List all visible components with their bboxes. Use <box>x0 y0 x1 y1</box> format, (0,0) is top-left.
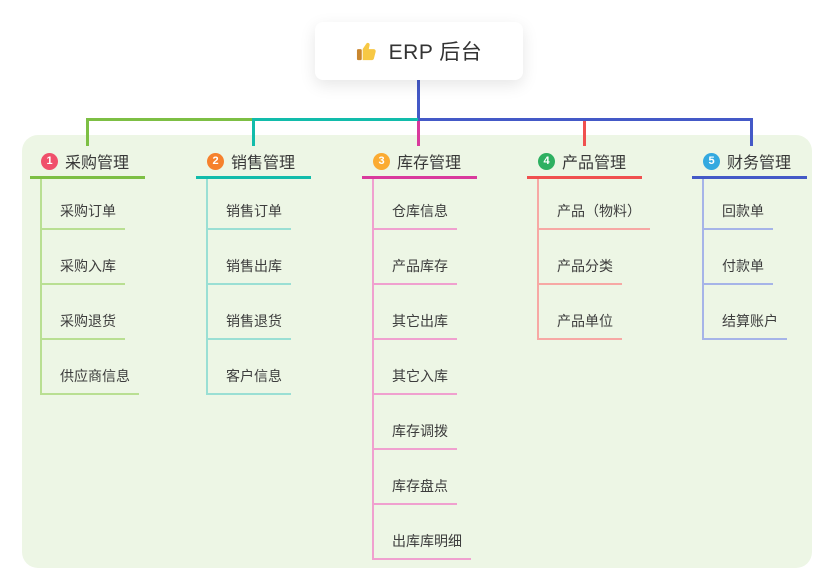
child-node[interactable]: 产品单位 <box>539 285 622 340</box>
child-node-label: 出库库明细 <box>392 533 462 549</box>
branch-number-badge: 3 <box>373 152 390 170</box>
child-node[interactable]: 采购入库 <box>42 230 125 285</box>
branch-node[interactable]: 1 采购管理 <box>30 146 145 179</box>
child-node[interactable]: 回款单 <box>704 179 773 230</box>
child-node-label: 回款单 <box>722 203 764 219</box>
child-node-label: 其它入库 <box>392 368 448 384</box>
child-node[interactable]: 采购退货 <box>42 285 125 340</box>
child-node-label: 结算账户 <box>722 313 778 329</box>
child-node[interactable]: 产品库存 <box>374 230 457 285</box>
root-connector-line <box>417 80 420 118</box>
thumbs-up-icon <box>356 40 379 63</box>
bus-line-sales <box>252 118 420 121</box>
child-node-label: 产品（物料） <box>557 203 641 219</box>
child-node-label: 产品单位 <box>557 313 613 329</box>
bus-line-purchase <box>86 118 255 121</box>
child-node-label: 采购入库 <box>60 258 116 274</box>
branch-number-badge: 2 <box>207 152 224 170</box>
child-node-label: 销售退货 <box>226 313 282 329</box>
child-node-label: 销售出库 <box>226 258 282 274</box>
branch-children: 产品（物料） 产品分类产品单位 <box>537 179 650 340</box>
branch-number-badge: 4 <box>538 152 555 170</box>
branch-number-badge: 1 <box>41 152 58 170</box>
child-node[interactable]: 采购订单 <box>42 179 125 230</box>
child-node[interactable]: 出库库明细 <box>374 505 471 560</box>
branch-children: 回款单付款单结算账户 <box>702 179 787 340</box>
child-node-label: 客户信息 <box>226 368 282 384</box>
child-node-label: 采购订单 <box>60 203 116 219</box>
child-node-label: 采购退货 <box>60 313 116 329</box>
child-node-label: 其它出库 <box>392 313 448 329</box>
child-node[interactable]: 产品分类 <box>539 230 622 285</box>
child-node-label: 销售订单 <box>226 203 282 219</box>
drop-line-finance <box>750 118 753 146</box>
root-node[interactable]: ERP 后台 <box>315 22 523 80</box>
branch-label: 产品管理 <box>562 155 627 172</box>
child-node-label: 付款单 <box>722 258 764 274</box>
bus-line-finance <box>418 118 753 121</box>
branch-children: 仓库信息产品库存其它出库其它入库库存调拨库存盘点出库库明细 <box>372 179 471 560</box>
branch: 4 产品管理 产品（物料） 产品分类产品单位 <box>527 146 650 340</box>
child-node[interactable]: 销售退货 <box>208 285 291 340</box>
child-node[interactable]: 产品（物料） <box>539 179 650 230</box>
branch: 2 销售管理 销售订单销售出库销售退货客户信息 <box>196 146 311 395</box>
branch-label: 财务管理 <box>727 155 792 172</box>
mindmap-canvas <box>22 135 812 568</box>
child-node[interactable]: 销售出库 <box>208 230 291 285</box>
branch-label: 采购管理 <box>65 155 130 172</box>
branch-node[interactable]: 5 财务管理 <box>692 146 807 179</box>
child-node[interactable]: 供应商信息 <box>42 340 139 395</box>
branch-label: 销售管理 <box>231 155 296 172</box>
child-node[interactable]: 仓库信息 <box>374 179 457 230</box>
drop-line-inventory <box>417 121 420 146</box>
branch-number-badge: 5 <box>703 152 720 170</box>
drop-line-sales <box>252 118 255 146</box>
child-node-label: 库存盘点 <box>392 478 448 494</box>
child-node-label: 仓库信息 <box>392 203 448 219</box>
branch-node[interactable]: 2 销售管理 <box>196 146 311 179</box>
branch: 5 财务管理 回款单付款单结算账户 <box>692 146 807 340</box>
root-node-label: ERP 后台 <box>388 41 483 64</box>
child-node[interactable]: 结算账户 <box>704 285 787 340</box>
branch-label: 库存管理 <box>397 155 462 172</box>
child-node[interactable]: 其它出库 <box>374 285 457 340</box>
drop-line-product <box>583 121 586 146</box>
branch: 1 采购管理 采购订单采购入库采购退货供应商信息 <box>30 146 145 395</box>
branch-children: 销售订单销售出库销售退货客户信息 <box>206 179 291 395</box>
child-node[interactable]: 其它入库 <box>374 340 457 395</box>
child-node-label: 产品分类 <box>557 258 613 274</box>
child-node[interactable]: 库存盘点 <box>374 450 457 505</box>
drop-line-purchase <box>86 118 89 146</box>
branch-node[interactable]: 3 库存管理 <box>362 146 477 179</box>
child-node[interactable]: 销售订单 <box>208 179 291 230</box>
branch: 3 库存管理 仓库信息产品库存其它出库其它入库库存调拨库存盘点出库库明细 <box>362 146 477 560</box>
child-node-label: 供应商信息 <box>60 368 130 384</box>
child-node-label: 库存调拨 <box>392 423 448 439</box>
branch-children: 采购订单采购入库采购退货供应商信息 <box>40 179 139 395</box>
child-node[interactable]: 客户信息 <box>208 340 291 395</box>
child-node[interactable]: 付款单 <box>704 230 773 285</box>
child-node-label: 产品库存 <box>392 258 448 274</box>
child-node[interactable]: 库存调拨 <box>374 395 457 450</box>
branch-node[interactable]: 4 产品管理 <box>527 146 642 179</box>
